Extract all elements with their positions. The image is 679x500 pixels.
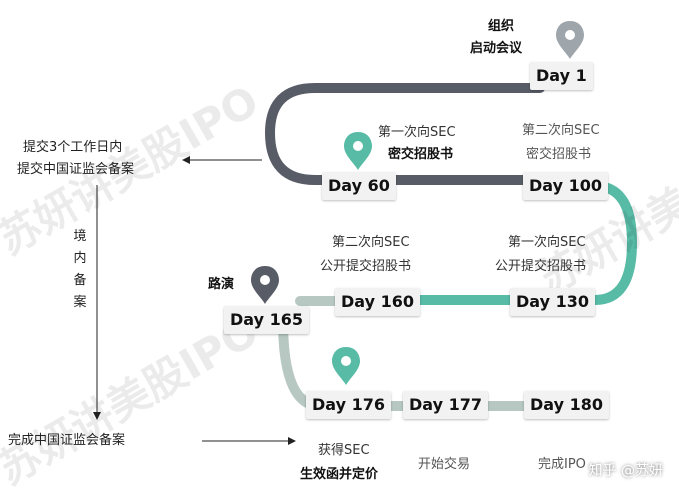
side-label-middle-3: 备 [73, 273, 87, 288]
side-label-middle-4: 案 [73, 295, 87, 310]
arrow-left-top [182, 156, 190, 164]
side-label-middle-2: 内 [73, 251, 87, 266]
milestone-day160: Day 160 [335, 288, 420, 316]
milestone-day1: Day 1 [530, 62, 593, 90]
caption-day130-line1: 第一次向SEC [508, 235, 586, 250]
side-label-bottom: 完成中国证监会备案 [8, 433, 126, 448]
caption-day160-line1: 第二次向SEC [332, 235, 410, 250]
milestone-day176: Day 176 [306, 391, 391, 419]
milestone-day100: Day 100 [523, 172, 608, 200]
caption-day177: 开始交易 [418, 457, 471, 472]
map-pin-icon-day165 [251, 266, 279, 304]
milestone-day180: Day 180 [524, 391, 609, 419]
side-label-top-line1: 提交3个工作日内 [23, 140, 123, 155]
side-label-top-line2: 提交中国证监会备案 [17, 162, 135, 177]
caption-day176-line2: 生效函并定价 [300, 467, 379, 482]
caption-day130-line2: 公开提交招股书 [495, 259, 587, 274]
caption-day60-line1: 第一次向SEC [378, 125, 456, 140]
caption-day176-line1: 获得SEC [318, 443, 370, 458]
milestone-day165: Day 165 [224, 306, 309, 334]
map-pin-icon-day60 [344, 132, 372, 170]
map-pin-icon-day1 [556, 21, 584, 59]
dark-track-top [264, 83, 545, 185]
caption-day160-line2: 公开提交招股书 [320, 259, 412, 274]
caption-day1-line1: 组织 [488, 19, 515, 34]
caption-day180: 完成IPO [538, 457, 586, 472]
teal-track [395, 181, 638, 305]
caption-day100-line2: 密交招股书 [526, 147, 592, 162]
caption-day100-line1: 第二次向SEC [522, 123, 600, 138]
milestone-day60: Day 60 [322, 172, 396, 200]
footer-credit: 知乎 @苏妍 [588, 463, 663, 479]
milestone-day130: Day 130 [510, 288, 595, 316]
arrow-down [93, 412, 101, 420]
caption-day1-line2: 启动会议 [470, 41, 523, 56]
map-pin-icon-day176 [332, 347, 360, 385]
milestone-day177: Day 177 [403, 391, 488, 419]
arrow-right-bottom [288, 437, 296, 445]
caption-day60-line2: 密交招股书 [388, 147, 454, 162]
side-label-middle-1: 境 [73, 229, 87, 244]
caption-day165: 路演 [208, 277, 235, 292]
